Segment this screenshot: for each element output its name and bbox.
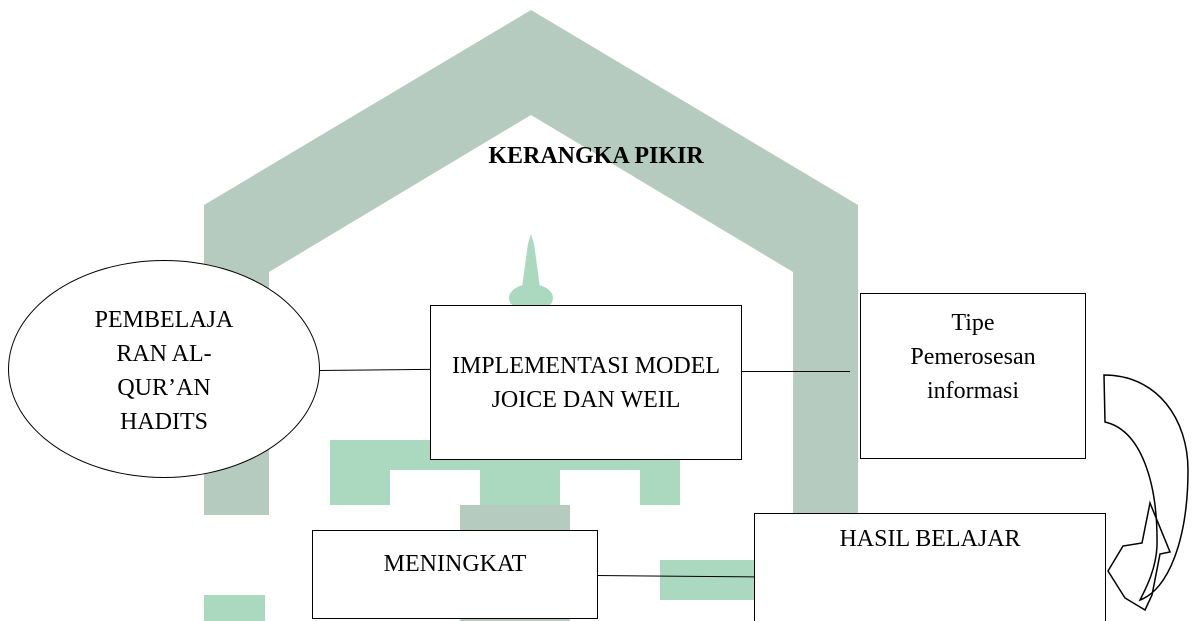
node-pembelajaran-label: PEMBELAJA RAN AL- QUR’AN HADITS <box>94 307 234 435</box>
connector-implementasi-tipe <box>742 371 850 372</box>
watermark-outer-frame <box>204 10 858 515</box>
node-implementasi-label: IMPLEMENTASI MODEL JOICE DAN WEIL <box>451 352 721 413</box>
node-meningkat-label: MENINGKAT <box>383 550 527 577</box>
node-implementasi-model: IMPLEMENTASI MODEL JOICE DAN WEIL <box>430 305 742 460</box>
node-hasil-belajar: HASIL BELAJAR <box>754 513 1106 621</box>
node-hasil-label: HASIL BELAJAR <box>839 526 1021 552</box>
watermark-spire <box>522 234 540 288</box>
watermark-base <box>204 560 760 621</box>
node-meningkat: MENINGKAT <box>312 530 598 619</box>
curved-arrow <box>1103 374 1189 612</box>
diagram-title: KERANGKA PIKIR <box>488 143 704 169</box>
node-tipe-pemerosesan: Tipe Pemerosesan informasi <box>860 293 1086 459</box>
node-tipe-label: Tipe Pemerosesan informasi <box>910 310 1036 404</box>
node-pembelajaran-alquran-hadits: PEMBELAJA RAN AL- QUR’AN HADITS <box>8 260 320 478</box>
